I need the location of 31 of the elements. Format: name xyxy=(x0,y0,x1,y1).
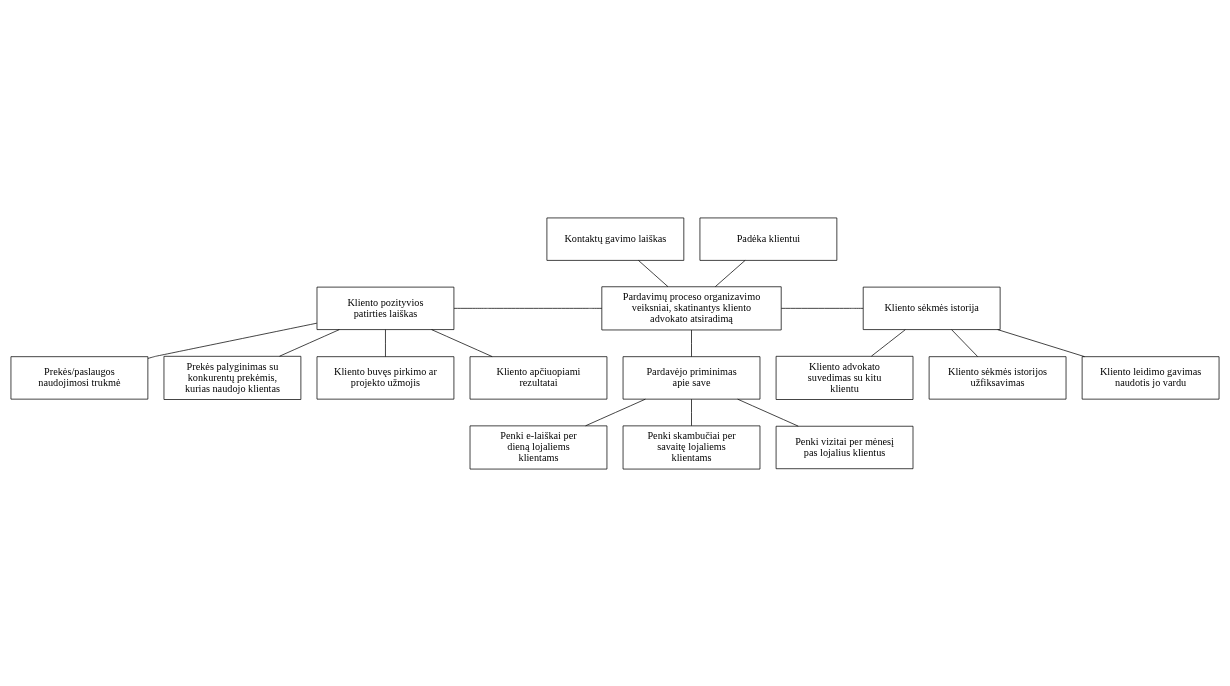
connector xyxy=(997,328,1085,357)
node-box: Kliento leidimo gavimas naudotis jo vardu xyxy=(1081,355,1220,399)
connector xyxy=(951,328,979,357)
node-box: Prekės/paslaugos naudojimosi trukmė xyxy=(10,355,149,399)
node-box: Kliento advokato suvedimas su kitu klientu xyxy=(775,355,914,400)
node-box: Padėka klientui xyxy=(699,217,838,261)
connector xyxy=(691,329,692,357)
node-box: Penki vizitai per mėnesį pas lojalius klientus xyxy=(775,425,914,469)
node-box: Kliento buvęs pirkimo ar projekto užmojis xyxy=(316,355,455,399)
connector xyxy=(871,328,906,357)
node-box: Pardavėjo priminimas apie save xyxy=(622,355,761,399)
connector xyxy=(714,259,746,287)
node-box: Kliento sėkmės istorija xyxy=(862,286,1001,330)
node-box: Kliento pozityvios patirties laiškas xyxy=(316,286,455,330)
node-box: Pardavimų proceso organizavimo veiksniai, skatinantys kliento advokato atsiradimą xyxy=(601,285,782,330)
connector xyxy=(431,328,493,357)
connector xyxy=(737,398,799,426)
connector xyxy=(279,328,340,357)
connector xyxy=(385,328,386,357)
node-box: Kliento sėkmės istorijos užfiksavimas xyxy=(928,355,1067,399)
node-box: Penki skambučiai per savaitę lojaliems klientams xyxy=(622,425,761,469)
connector xyxy=(147,322,318,359)
node-box: Kontaktų gavimo laiškas xyxy=(546,217,685,261)
node-box: Penki e-laiškai per dieną lojaliems klientams xyxy=(469,425,608,469)
connector xyxy=(638,259,669,287)
node-box: Prekės palyginimas su konkurentų prekėmis, kurias naudojo klientas xyxy=(163,355,302,400)
connector xyxy=(781,307,864,309)
node-box: Kliento apčiuopiami rezultatai xyxy=(469,355,608,399)
connector xyxy=(453,307,603,309)
connector xyxy=(585,398,646,426)
connector xyxy=(691,398,692,426)
